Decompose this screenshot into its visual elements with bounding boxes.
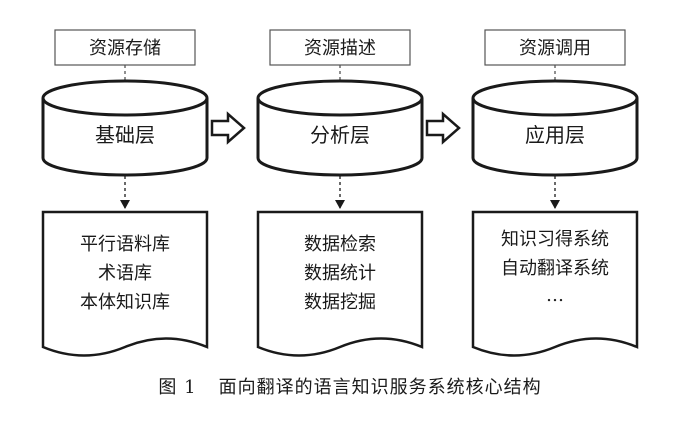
doc-item: 术语库 — [98, 263, 152, 284]
header-box-storage: 资源存储 — [54, 29, 196, 66]
doc-item: 本体知识库 — [80, 292, 170, 313]
column-description: 资源描述 分析层 数据检索 数据统计 数据挖掘 — [256, 29, 424, 357]
flow-arrow-1 — [210, 111, 246, 145]
header-box-description: 资源描述 — [269, 29, 411, 66]
header-label-storage: 资源存储 — [89, 38, 161, 59]
document-storage: 平行语料库 术语库 本体知识库 — [41, 210, 209, 357]
doc-item: 数据检索 — [304, 234, 376, 255]
header-box-application: 资源调用 — [484, 29, 626, 66]
cylinder-application-layer: 应用层 — [471, 79, 639, 177]
document-description: 数据检索 数据统计 数据挖掘 — [256, 210, 424, 357]
layer-label-application: 应用层 — [525, 123, 585, 147]
layer-label-analysis: 分析层 — [310, 123, 370, 147]
figure-number: 图 1 — [158, 377, 197, 398]
figure-title: 面向翻译的语言知识服务系统核心结构 — [218, 377, 542, 398]
header-label-description: 资源描述 — [304, 38, 376, 59]
column-storage: 资源存储 基础层 平行语料库 术语库 本体知识库 — [41, 29, 209, 357]
flow-arrow-2 — [425, 111, 461, 145]
document-application: 知识习得系统 自动翻译系统 … — [471, 210, 639, 357]
doc-item: 知识习得系统 — [501, 229, 609, 250]
layer-label-base: 基础层 — [95, 123, 155, 147]
cylinder-analysis-layer: 分析层 — [256, 79, 424, 177]
doc-item: 数据挖掘 — [304, 292, 376, 313]
doc-item: 平行语料库 — [80, 234, 170, 255]
figure-caption: 图 1 面向翻译的语言知识服务系统核心结构 — [0, 373, 700, 399]
doc-item: … — [546, 285, 564, 306]
column-application: 资源调用 应用层 知识习得系统 自动翻译系统 … — [471, 29, 639, 357]
doc-item: 数据统计 — [304, 263, 376, 284]
doc-item: 自动翻译系统 — [501, 258, 609, 279]
cylinder-base-layer: 基础层 — [41, 79, 209, 177]
header-label-application: 资源调用 — [519, 38, 591, 59]
